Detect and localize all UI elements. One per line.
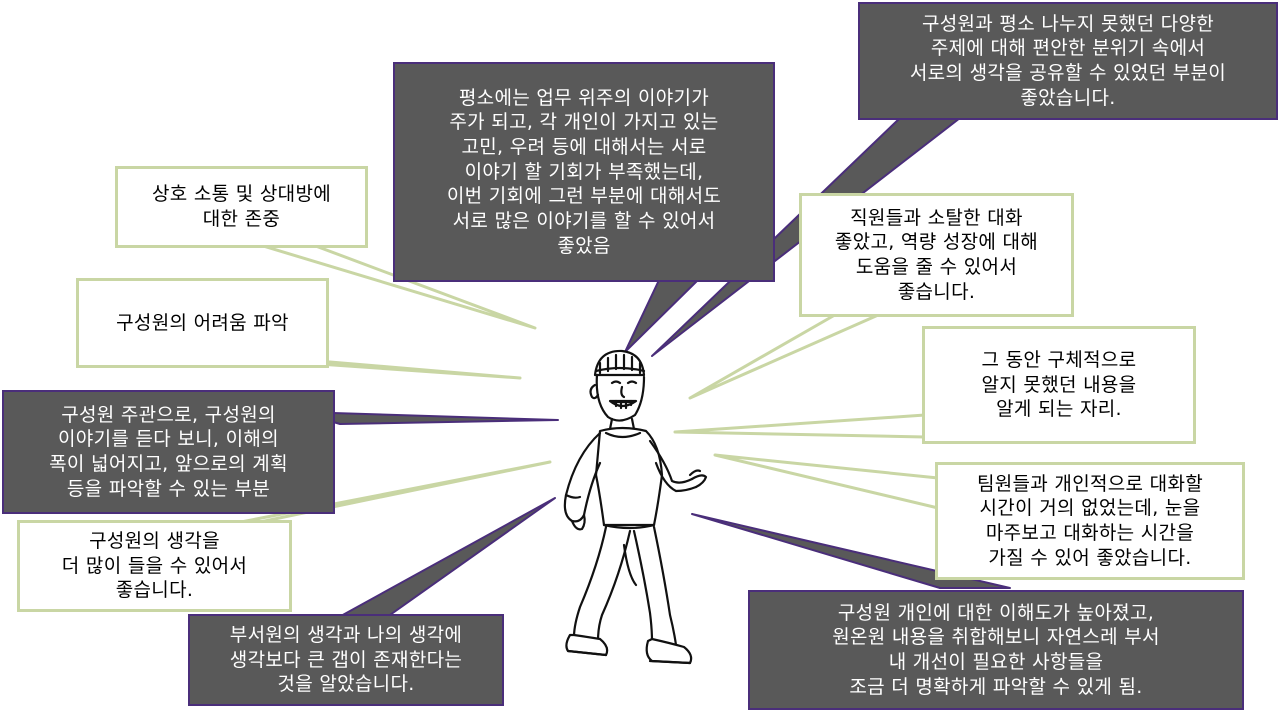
bubble-subjective: 구성원 주관으로, 구성원의 이야기를 듣다 보니, 이해의 폭이 넓어지고, … — [2, 390, 335, 514]
bubble-gap: 부서원의 생각과 나의 생각에 생각보다 큰 갭이 존재한다는 것을 알았습니다… — [188, 614, 504, 706]
tail-improvement — [691, 513, 1011, 589]
bubble-difficulty: 구성원의 어려움 파악 — [76, 278, 329, 368]
bubble-specific: 그 동안 구체적으로 알지 못했던 내용을 알게 되는 자리. — [922, 326, 1196, 444]
walking-person-illustration — [563, 349, 708, 665]
bubble-worry: 평소에는 업무 위주의 이야기가 주가 되고, 각 개인이 가지고 있는 고민,… — [393, 62, 775, 282]
bubble-topics: 구성원과 평소 나누지 못했던 다양한 주제에 대해 편안한 분위기 속에서 서… — [858, 2, 1278, 120]
bubble-hear-more: 구성원의 생각을 더 많이 들을 수 있어서 좋습니다. — [17, 520, 292, 612]
bubble-casual: 직원들과 소탈한 대화 좋았고, 역량 성장에 대해 도움을 줄 수 있어서 좋… — [799, 193, 1074, 317]
bubble-eye-contact: 팀원들과 개인적으로 대화할 시간이 거의 없었는데, 눈을 마주보고 대화하는… — [935, 462, 1245, 580]
bubble-respect: 상호 소통 및 상대방에 대한 존중 — [115, 166, 368, 248]
tail-worry — [624, 277, 701, 353]
tail-eye-contact — [713, 453, 940, 510]
bubble-improvement: 구성원 개인에 대한 이해도가 높아졌고, 원온원 내용을 취합해보니 자연스레… — [748, 590, 1244, 710]
tail-subjective — [299, 411, 559, 425]
tail-gap — [329, 497, 556, 623]
